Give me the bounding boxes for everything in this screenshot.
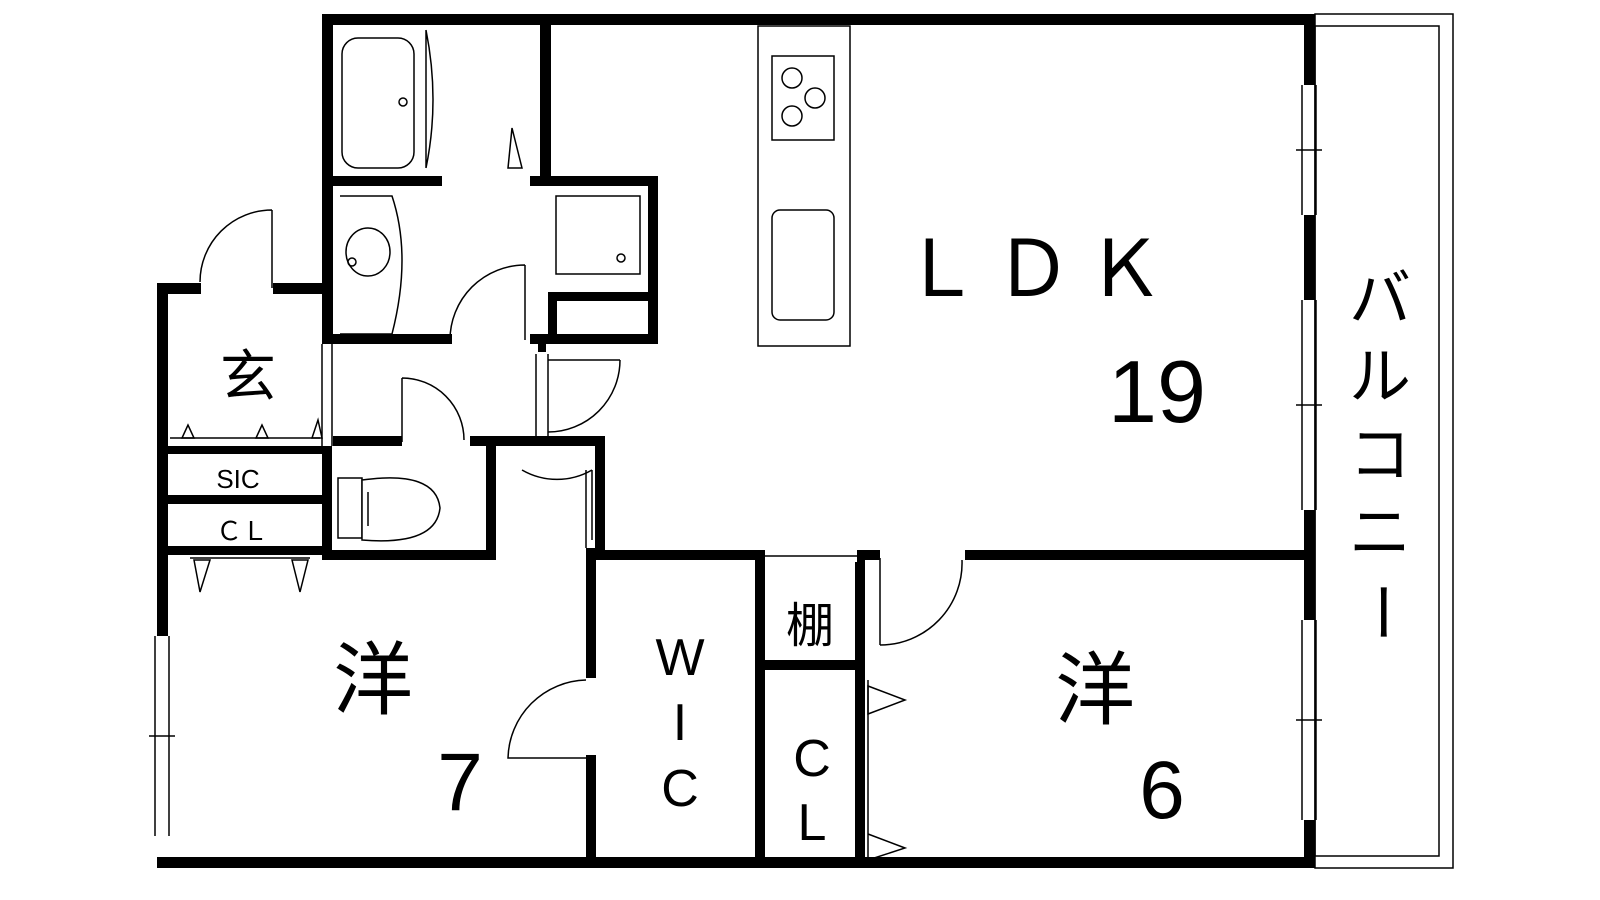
window-ldk-lower — [1296, 300, 1322, 510]
ldk-label: ＬＤＫ — [902, 225, 1178, 313]
window-western-6 — [1296, 620, 1322, 820]
cl-entry-label: ＣＬ — [216, 516, 268, 546]
washbasin — [340, 195, 403, 335]
balcony-char-3: コ — [1349, 418, 1411, 491]
toilet-fixture — [337, 477, 441, 542]
shelf-label: 棚 — [786, 598, 834, 654]
western-7-label: 洋 — [333, 634, 413, 727]
wic-label-w: W — [655, 629, 704, 687]
balcony-char-4: ニ — [1349, 496, 1411, 569]
door-hall-west — [321, 344, 333, 446]
window-western-7 — [149, 636, 175, 836]
cl-center-label-c: C — [793, 730, 831, 788]
western-6-size: 6 — [1139, 745, 1185, 836]
window-ldk-upper — [1296, 85, 1322, 215]
ldk-size: 19 — [1108, 342, 1206, 441]
western-6-label: 洋 — [1055, 644, 1135, 737]
cl-center-label-l: L — [798, 794, 827, 852]
wic-label-c: C — [661, 760, 699, 818]
door-entrance — [199, 209, 273, 295]
cl-center-folding-doors — [867, 680, 908, 861]
bathtub — [341, 29, 523, 169]
shelf-opening — [765, 548, 857, 562]
sic-label: SIC — [216, 464, 259, 494]
entrance-label: 玄 — [220, 345, 276, 410]
balcony-char-1: バ — [1349, 262, 1411, 335]
door-western-7 — [507, 469, 593, 759]
door-washroom — [449, 264, 530, 346]
door-western-6 — [879, 548, 965, 646]
door-toilet — [401, 377, 470, 448]
sic-folding-doors — [170, 417, 323, 439]
balcony — [1314, 13, 1454, 869]
wic-label-i: I — [673, 694, 687, 752]
washing-machine — [555, 195, 641, 275]
western-7-size: 7 — [437, 737, 483, 828]
cl-entry-folding-doors — [190, 557, 310, 593]
door-ldk — [535, 354, 621, 436]
kitchen-counter — [757, 25, 851, 347]
balcony-char-5: ー — [1345, 581, 1418, 643]
balcony-char-2: ル — [1349, 340, 1411, 413]
interior-walls — [157, 14, 1315, 868]
exterior-walls — [157, 14, 1315, 868]
